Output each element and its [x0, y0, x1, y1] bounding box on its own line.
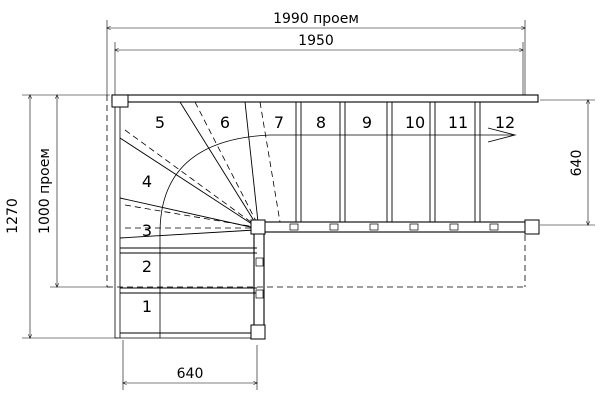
dimension-top-opening-label: 1990 проем: [273, 11, 359, 27]
step-number-8: 8: [316, 113, 326, 132]
dimension-bottom-label: 640: [177, 366, 204, 382]
step-number-4: 4: [142, 172, 152, 191]
dimension-left-outer: 1270: [5, 95, 118, 338]
step-number-9: 9: [362, 113, 372, 132]
dimension-top-inner: 1950: [115, 33, 523, 95]
step-numbers: 1 2 3 4 5 6 7 8 9 10 11 12: [142, 113, 515, 316]
dimension-top-opening: 1990 проем: [107, 11, 525, 95]
corner-post: [111, 94, 129, 108]
lower-flight-treads: [120, 233, 257, 338]
step-number-7: 7: [274, 113, 284, 132]
step-number-1: 1: [142, 297, 152, 316]
step-number-6: 6: [220, 113, 230, 132]
dimension-left-opening: 1000 проем: [37, 95, 110, 287]
newel-post: [250, 219, 266, 235]
step-number-11: 11: [448, 113, 468, 132]
dimension-left-outer-label: 1270: [5, 198, 21, 234]
dimension-bottom: 640: [123, 340, 257, 390]
step-number-10: 10: [405, 113, 425, 132]
winder-treads: [119, 101, 281, 239]
dimension-left-opening-label: 1000 проем: [37, 148, 53, 234]
step-number-2: 2: [142, 257, 152, 276]
upper-railing: [261, 219, 540, 235]
railing-end-post: [524, 219, 540, 235]
lower-railing: [250, 219, 266, 340]
dimension-top-inner-label: 1950: [298, 33, 334, 49]
dimension-right: 640: [540, 100, 595, 225]
dimension-right-label: 640: [569, 150, 585, 177]
step-number-5: 5: [155, 113, 165, 132]
upper-flight-treads: [270, 102, 517, 222]
stair-walls: [111, 94, 539, 339]
bottom-post: [250, 324, 266, 340]
step-number-3: 3: [142, 221, 152, 240]
step-number-12: 12: [495, 113, 515, 132]
stair-opening-outline: [106, 95, 526, 288]
